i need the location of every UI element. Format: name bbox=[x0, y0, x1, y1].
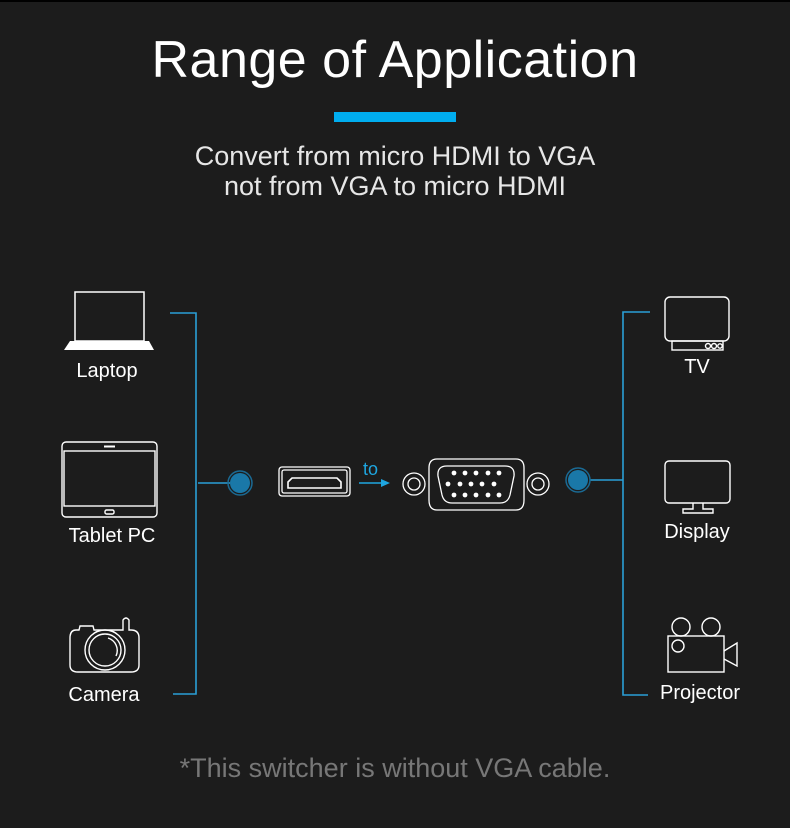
vga-pin bbox=[496, 492, 502, 498]
vga-pin bbox=[462, 492, 468, 498]
tablet-icon bbox=[61, 441, 158, 518]
monitor-icon bbox=[664, 460, 731, 514]
laptop-icon bbox=[64, 291, 154, 350]
source-label-laptop: Laptop bbox=[76, 360, 138, 382]
projector-icon bbox=[667, 617, 738, 673]
vga-pin bbox=[496, 470, 502, 476]
top-border bbox=[0, 0, 790, 2]
vga-port-icon bbox=[402, 458, 550, 511]
vga-pin bbox=[473, 470, 479, 476]
left-node bbox=[227, 470, 253, 496]
vga-pin bbox=[485, 470, 491, 476]
vga-pin bbox=[491, 481, 497, 487]
dest-label-tv: TV bbox=[684, 356, 710, 378]
vga-pins bbox=[445, 470, 502, 498]
vga-pin bbox=[462, 470, 468, 476]
arrow-right-icon bbox=[359, 479, 390, 487]
title-underline bbox=[334, 112, 456, 122]
vga-pin bbox=[468, 481, 474, 487]
vga-pin bbox=[451, 470, 457, 476]
right-node bbox=[565, 467, 591, 493]
vga-pin bbox=[473, 492, 479, 498]
subtitle-line-2: not from VGA to micro HDMI bbox=[223, 171, 567, 201]
subtitle-line-1: Convert from micro HDMI to VGA bbox=[194, 141, 596, 171]
vga-pin bbox=[457, 481, 463, 487]
camera-icon bbox=[69, 617, 140, 673]
left-bracket bbox=[170, 312, 230, 695]
dest-label-projector: Projector bbox=[659, 682, 741, 704]
vga-pin bbox=[445, 481, 451, 487]
tv-icon bbox=[664, 296, 730, 351]
subtitle: Convert from micro HDMI to VGA not from … bbox=[0, 141, 790, 201]
vga-pin bbox=[485, 492, 491, 498]
footnote: *This switcher is without VGA cable. bbox=[179, 753, 611, 783]
source-label-camera: Camera bbox=[68, 684, 140, 706]
arrow-label: to bbox=[363, 459, 378, 479]
source-label-tablet: Tablet PC bbox=[68, 525, 156, 547]
page-title: Range of Application bbox=[151, 31, 639, 89]
micro-hdmi-port-icon bbox=[278, 466, 351, 497]
right-bracket bbox=[590, 311, 650, 696]
vga-pin bbox=[451, 492, 457, 498]
dest-label-display: Display bbox=[664, 521, 730, 543]
vga-pin bbox=[479, 481, 485, 487]
